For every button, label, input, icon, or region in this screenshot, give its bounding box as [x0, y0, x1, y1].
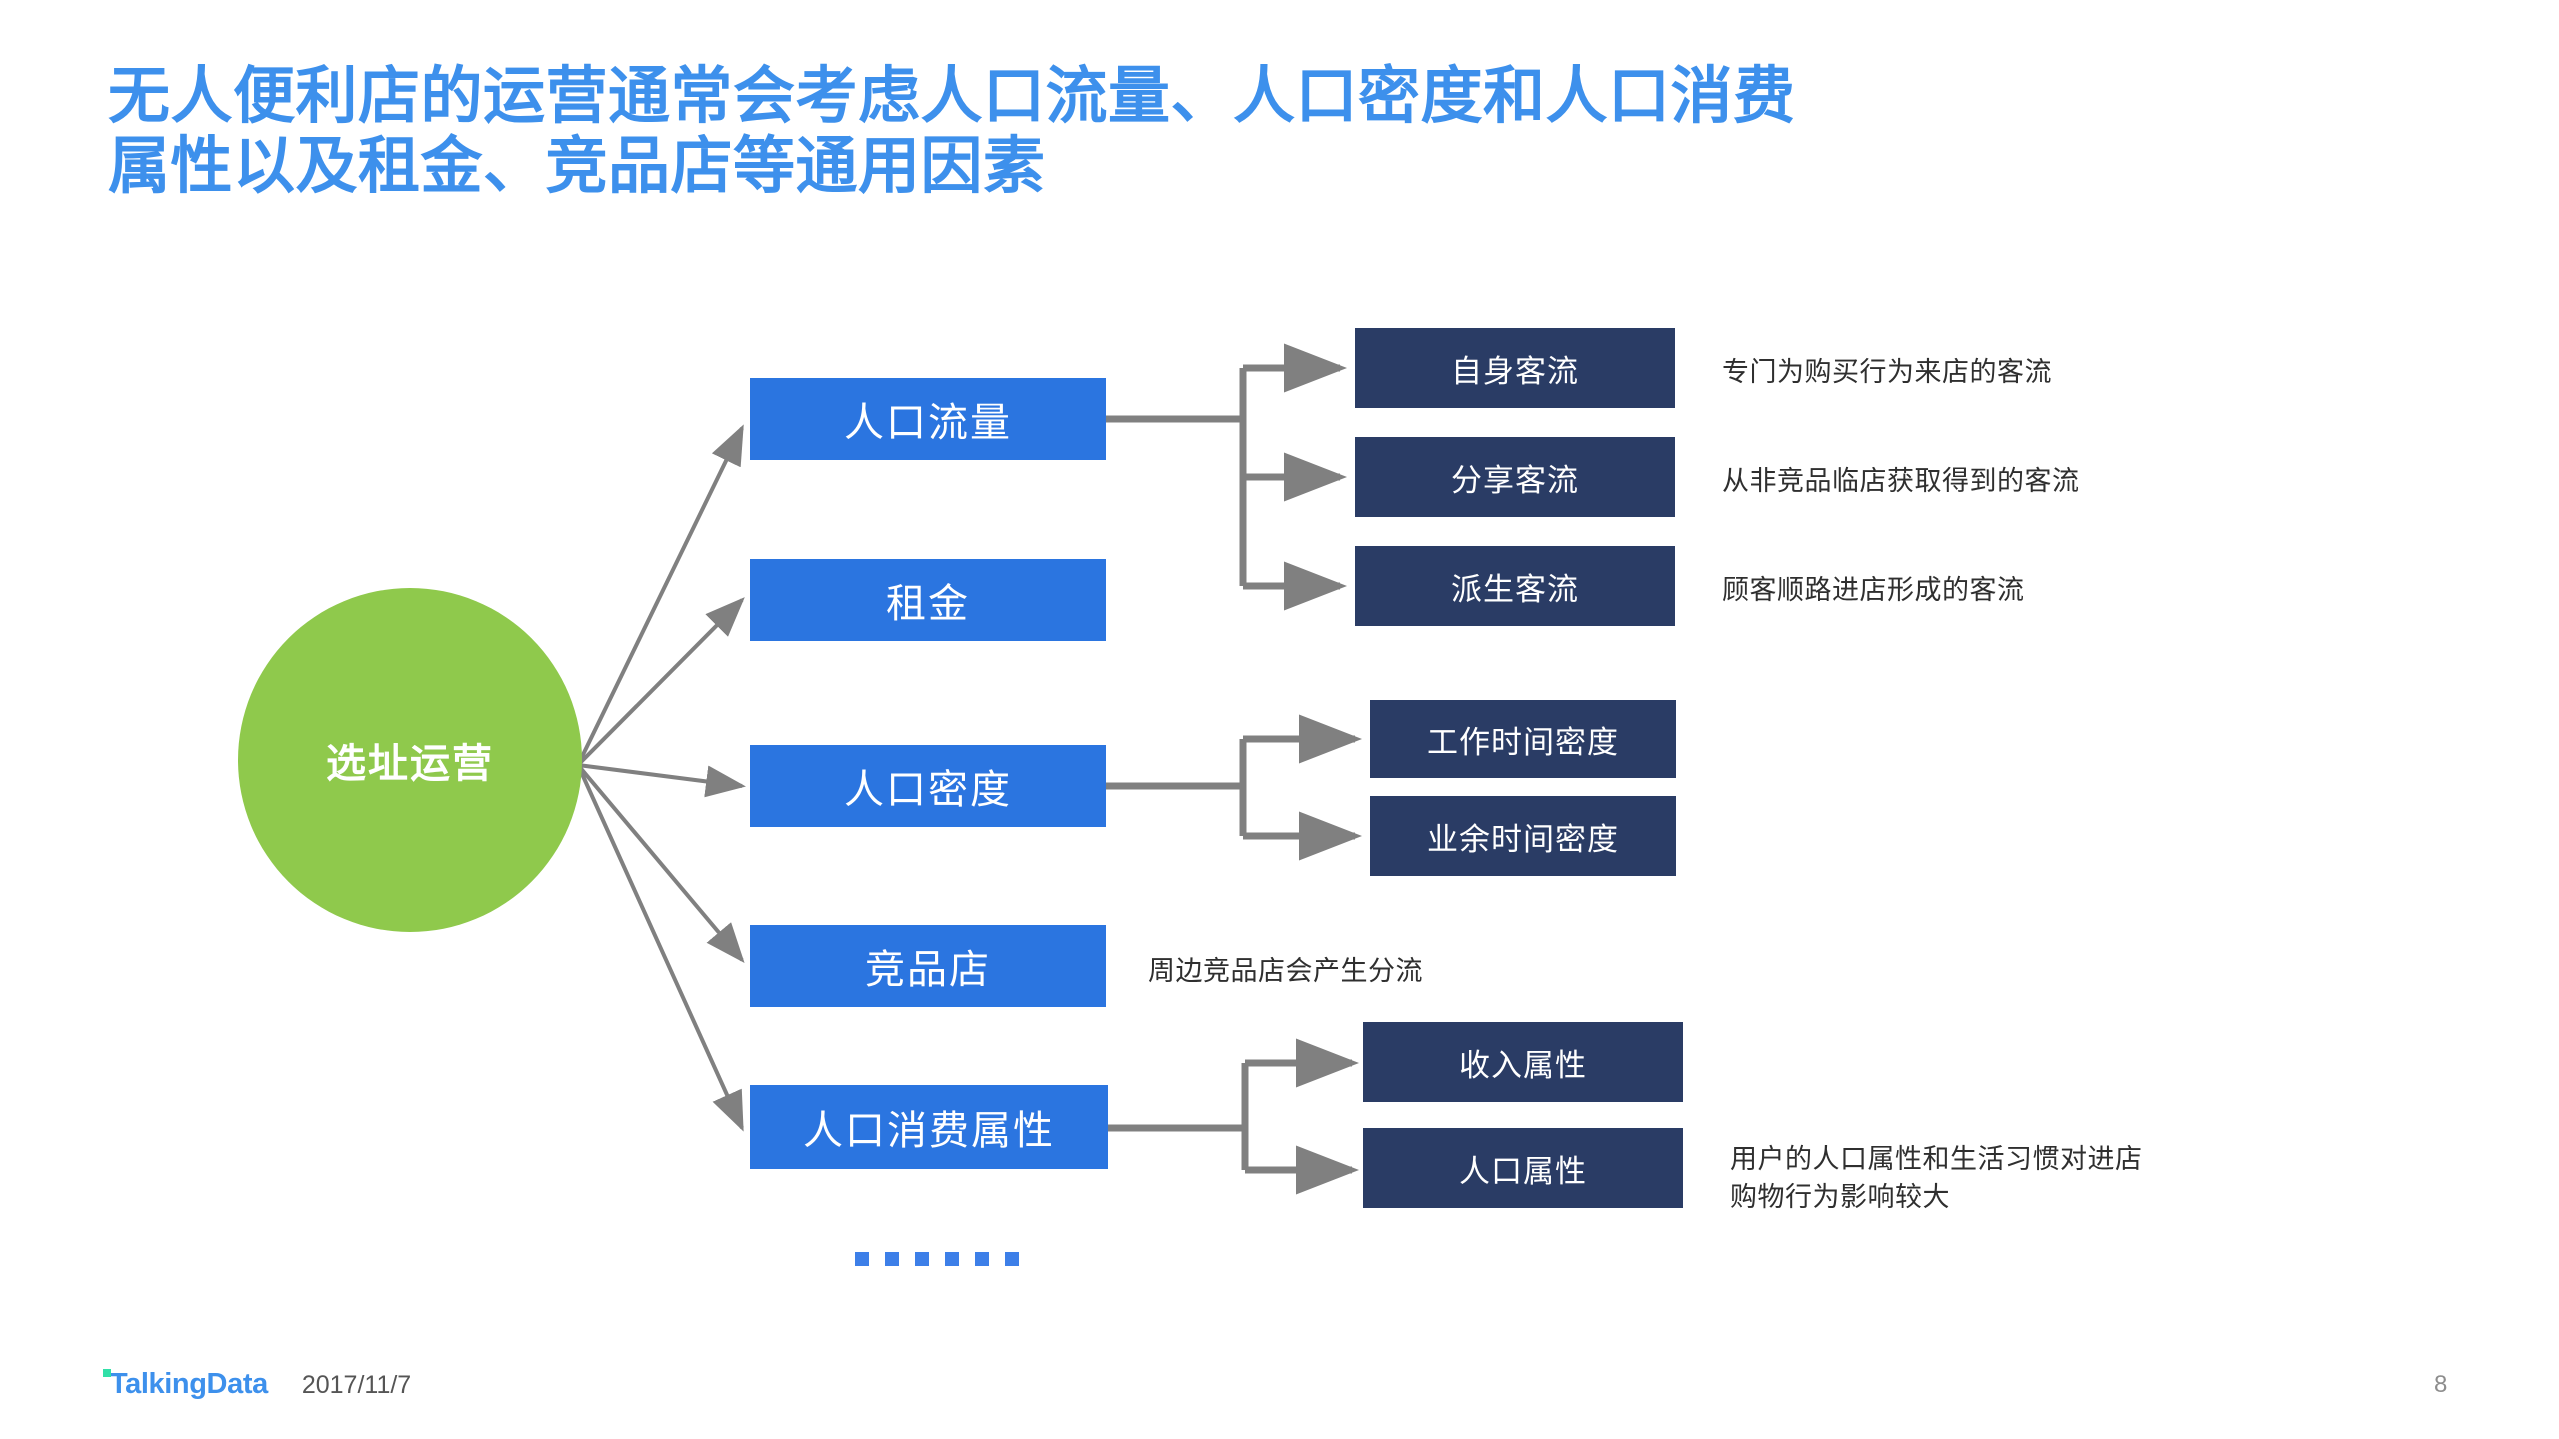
root-node-site-operation[interactable]: 选址运营 [238, 588, 582, 932]
branch-node-population-density[interactable]: 人口密度 [750, 745, 1106, 827]
leaf-node-label: 业余时间密度 [1427, 821, 1619, 857]
logo-accent-mark [103, 1369, 111, 1377]
ellipsis-dot [915, 1252, 929, 1266]
footer-date: 2017/11/7 [301, 1371, 412, 1399]
leaf-node-label: 工作时间密度 [1427, 724, 1619, 760]
leaf-node-label: 分享客流 [1451, 462, 1579, 498]
ellipsis-dot [945, 1252, 959, 1266]
leaf-node-shared-traffic[interactable]: 分享客流 [1355, 437, 1675, 517]
leaf-note-shared-traffic: 从非竞品临店获取得到的客流 [1722, 466, 2080, 496]
branch-node-population-traffic[interactable]: 人口流量 [750, 378, 1106, 460]
leaf-note-own-traffic: 专门为购买行为来店的客流 [1722, 357, 2052, 387]
leaf-node-label: 自身客流 [1451, 353, 1579, 389]
brand-name: TalkingData [110, 1368, 268, 1400]
branch5-connectors [1108, 1038, 1359, 1195]
branch-node-label: 租金 [886, 582, 970, 626]
branch-node-label: 竞品店 [865, 948, 991, 992]
leaf-node-demographic-attribute[interactable]: 人口属性 [1363, 1128, 1683, 1208]
page-number: 8 [2434, 1371, 2448, 1398]
leaf-node-own-traffic[interactable]: 自身客流 [1355, 328, 1675, 408]
more-items-ellipsis [855, 1252, 1019, 1266]
leaf-node-label: 人口属性 [1459, 1153, 1587, 1189]
branch-node-competitor-store[interactable]: 竞品店 [750, 925, 1106, 1007]
root-fan-connectors [576, 424, 746, 1132]
leaf-node-derived-traffic[interactable]: 派生客流 [1355, 546, 1675, 626]
leaf-node-leisure-hours-density[interactable]: 业余时间密度 [1370, 796, 1676, 876]
branch-node-consumption-attributes[interactable]: 人口消费属性 [750, 1085, 1108, 1169]
branch-node-label: 人口消费属性 [803, 1109, 1055, 1153]
branch-node-rent[interactable]: 租金 [750, 559, 1106, 641]
ellipsis-dot [975, 1252, 989, 1266]
leaf-node-label: 派生客流 [1451, 571, 1579, 607]
slide-footer: TalkingData 2017/11/7 [103, 1368, 412, 1401]
ellipsis-dot [855, 1252, 869, 1266]
branch1-connectors [1106, 343, 1347, 611]
page-title: 无人便利店的运营通常会考虑人口流量、人口密度和人口消费 属性以及租金、竞品店等通… [108, 62, 1796, 202]
leaf-node-income-attribute[interactable]: 收入属性 [1363, 1022, 1683, 1102]
leaf-node-work-hours-density[interactable]: 工作时间密度 [1370, 700, 1676, 778]
branch3-connectors [1106, 714, 1362, 861]
branch-note-competitor-store: 周边竞品店会产生分流 [1148, 956, 1423, 986]
leaf-note-demographic-attribute: 用户的人口属性和生活习惯对进店 购物行为影响较大 [1730, 1144, 2143, 1213]
root-node-label: 选址运营 [326, 742, 494, 786]
talkingdata-logo: TalkingData [103, 1368, 268, 1401]
leaf-note-derived-traffic: 顾客顺路进店形成的客流 [1722, 575, 2025, 605]
ellipsis-dot [885, 1252, 899, 1266]
ellipsis-dot [1005, 1252, 1019, 1266]
leaf-node-label: 收入属性 [1459, 1047, 1587, 1083]
branch-node-label: 人口流量 [844, 401, 1012, 445]
branch-node-label: 人口密度 [844, 768, 1012, 812]
